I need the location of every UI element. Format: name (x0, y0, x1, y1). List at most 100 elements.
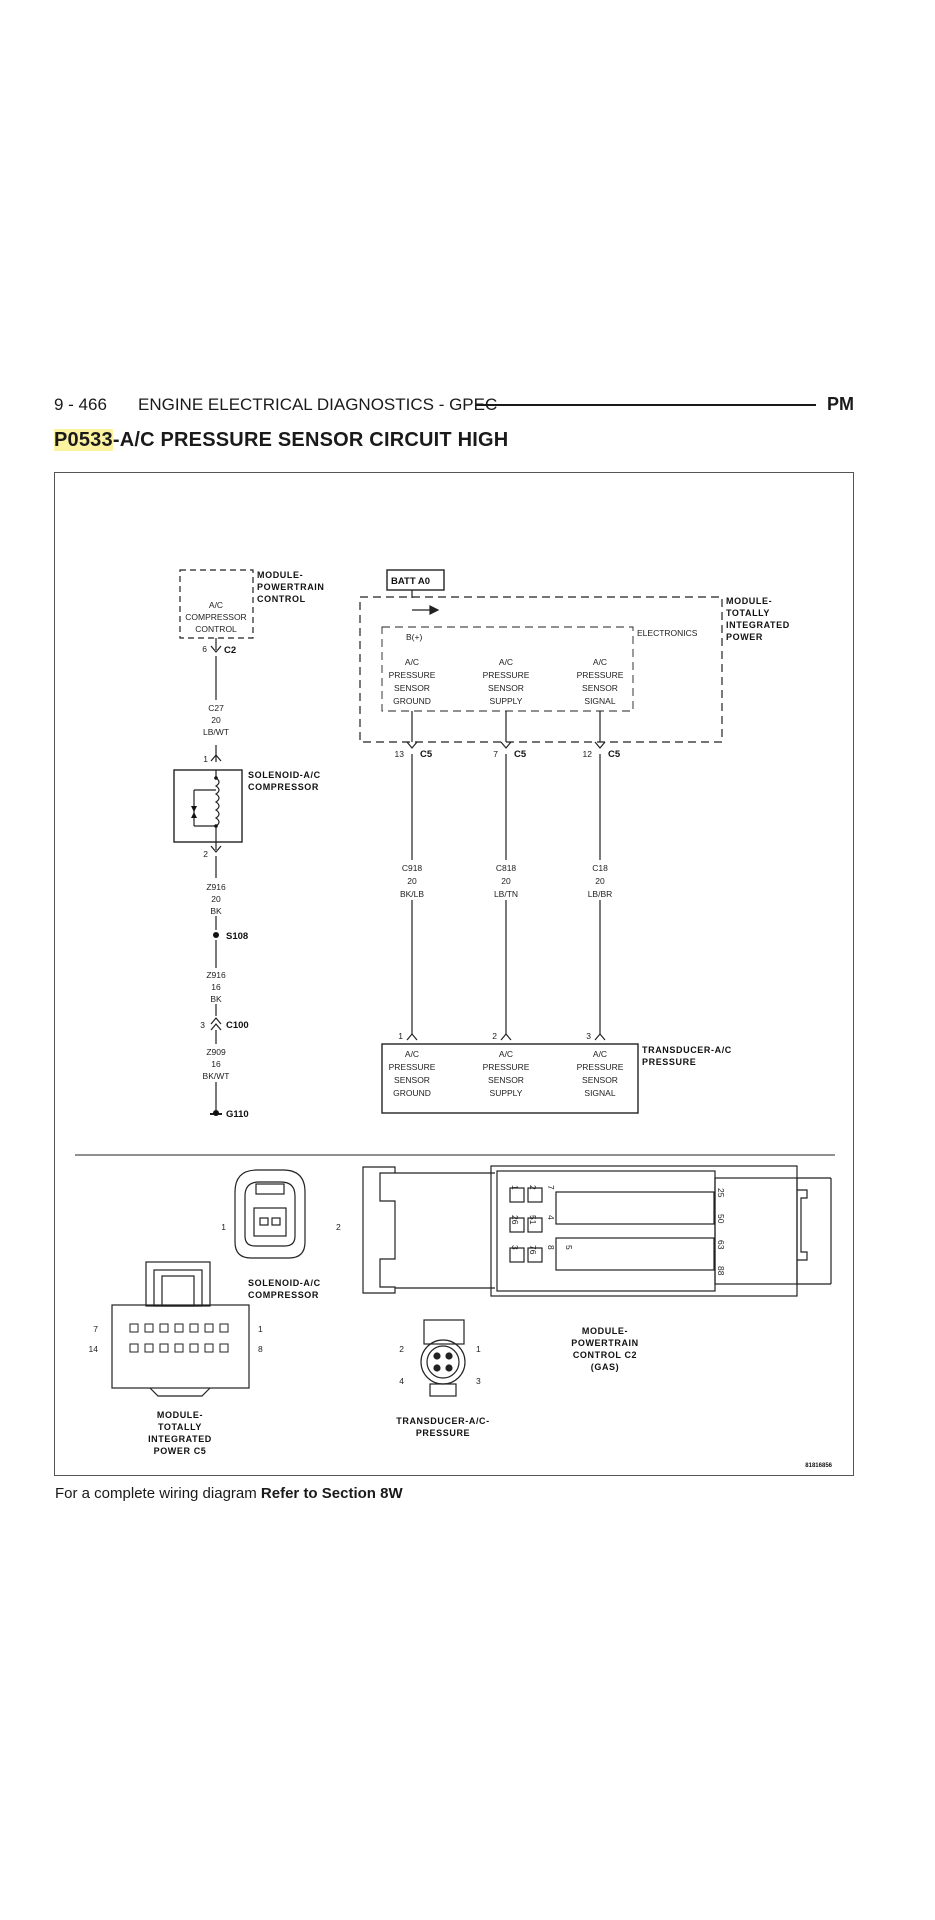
tipm-circuit-3-line-2: PRESSURE (577, 670, 624, 680)
pcm-view-pin-right: 88 (716, 1266, 726, 1276)
transducer-circuit-2-line-4: SUPPLY (490, 1088, 523, 1098)
transducer-circuit-1-line-1: A/C (405, 1049, 419, 1059)
header-rule (476, 404, 816, 406)
section-reference-link[interactable]: Refer to Section 8W (260, 1485, 403, 1502)
wire-1-line-1: C918 (402, 863, 423, 873)
electronics-label: ELECTRONICS (637, 628, 698, 638)
wire-z916b-2: 16 (211, 982, 221, 992)
tipm-circuit-2-line-1: A/C (499, 657, 513, 667)
tipm-connector-3: C5 (608, 749, 621, 760)
tipm-view-pin-tr: 1 (258, 1324, 263, 1334)
tipm-view-cavity (174, 1323, 184, 1333)
splice-dot (213, 932, 219, 938)
pcm-view-label-3: CONTROL C2 (573, 1350, 637, 1360)
tipm-view-pin-br: 8 (258, 1344, 263, 1354)
wire-1-line-2: 20 (407, 876, 417, 886)
pcm-view-pin: 2 (528, 1185, 538, 1190)
tipm-view-pin-tl: 7 (93, 1324, 98, 1334)
wire-1-line-3: BK/LB (400, 889, 424, 899)
wire-3-line-3: LB/BR (588, 889, 613, 899)
tipm-view-label-1: MODULE- (157, 1410, 203, 1420)
transducer-view-pin-3: 3 (476, 1376, 481, 1386)
tipm-view-cavity (219, 1343, 229, 1353)
pcm-view-pin: 1 (510, 1185, 520, 1190)
tipm-circuit-2-line-2: PRESSURE (483, 670, 530, 680)
wire-z916a-2: 20 (211, 894, 221, 904)
wire-3-line-2: 20 (595, 876, 605, 886)
pcm-view-pin: 5 (564, 1245, 574, 1250)
transducer-view-pin-2: 2 (399, 1344, 404, 1354)
solenoid-label-2: COMPRESSOR (248, 782, 319, 792)
tipm-view-cavity (129, 1323, 139, 1333)
wire-z916b-3: BK (210, 994, 222, 1004)
pcm-inner-1: A/C (209, 600, 223, 610)
footer-note: For a complete wiring diagram Refer to S… (55, 1485, 403, 1502)
tipm-view-cavity (129, 1343, 139, 1353)
tipm-circuit-2-line-4: SUPPLY (490, 696, 523, 706)
wire-z909-3: BK/WT (203, 1071, 230, 1081)
tipm-box (359, 596, 723, 743)
tipm-label-3: INTEGRATED (726, 620, 790, 630)
transducer-circuit-1-line-2: PRESSURE (389, 1062, 436, 1072)
dtc-code: P0533 (54, 429, 113, 451)
electronics-box (381, 626, 634, 712)
transducer-view-label-2: PRESSURE (416, 1428, 470, 1438)
tipm-circuit-1-line-1: A/C (405, 657, 419, 667)
transducer-label-2: PRESSURE (642, 1057, 696, 1067)
transducer-pin-2: 2 (492, 1031, 497, 1041)
solenoid-label-1: SOLENOID-A/C (248, 770, 321, 780)
pcm-view-pin-right: 50 (716, 1214, 726, 1224)
wire-z916a-3: BK (210, 906, 222, 916)
tipm-circuit-3-line-1: A/C (593, 657, 607, 667)
batt-box (386, 569, 445, 591)
footer-text: For a complete wiring diagram (55, 1485, 261, 1502)
tipm-circuit-1-line-2: PRESSURE (389, 670, 436, 680)
c100-pin: 3 (200, 1020, 205, 1030)
solenoid-pin-bottom: 2 (203, 849, 208, 859)
diagram-frame (54, 472, 854, 1476)
tipm-view-cavity (189, 1343, 199, 1353)
transducer-circuit-3-line-2: PRESSURE (577, 1062, 624, 1072)
pcm-pin: 6 (202, 644, 207, 654)
wire-2-line-2: 20 (501, 876, 511, 886)
wire-3-line-1: C18 (592, 863, 608, 873)
pcm-inner-3: CONTROL (195, 624, 237, 634)
pcm-label-1: MODULE- (257, 570, 303, 580)
pcm-connector: C2 (224, 645, 236, 656)
dtc-heading: P0533-A/C PRESSURE SENSOR CIRCUIT HIGH (54, 429, 508, 452)
transducer-box (381, 1043, 639, 1114)
transducer-circuit-3-line-1: A/C (593, 1049, 607, 1059)
tipm-circuit-2-line-3: SENSOR (488, 683, 524, 693)
page-header: 9 - 466 ENGINE ELECTRICAL DIAGNOSTICS - … (54, 393, 854, 417)
solenoid-pin-top: 1 (203, 754, 208, 764)
transducer-circuit-1-line-4: GROUND (393, 1088, 431, 1098)
batt-label: BATT A0 (391, 576, 430, 587)
tipm-label-2: TOTALLY (726, 608, 770, 618)
transducer-circuit-2-line-3: SENSOR (488, 1075, 524, 1085)
wire-z909-2: 16 (211, 1059, 221, 1069)
ground-label: G110 (226, 1109, 249, 1120)
header-right-label: PM (827, 394, 854, 414)
pcm-view-pin: 76 (528, 1245, 538, 1255)
transducer-circuit-3-line-4: SIGNAL (584, 1088, 615, 1098)
ground-dot (213, 1110, 219, 1116)
transducer-view-pin-1: 1 (476, 1344, 481, 1354)
wire-c27-1: C27 (208, 703, 224, 713)
pcm-view-pin: 26 (510, 1215, 520, 1225)
pcm-view-pin: 8 (546, 1245, 556, 1250)
tipm-pin-1: 13 (395, 749, 405, 759)
tipm-view-cavity (159, 1343, 169, 1353)
tipm-view-cavity (159, 1323, 169, 1333)
transducer-circuit-2-line-2: PRESSURE (483, 1062, 530, 1072)
tipm-connector-view (111, 1304, 250, 1389)
tipm-view-cavity (189, 1323, 199, 1333)
solenoid-connector-view (234, 1169, 306, 1259)
page-number: 9 - 466 (54, 395, 107, 414)
tipm-circuit-1-line-4: GROUND (393, 696, 431, 706)
pcm-inner-2: COMPRESSOR (185, 612, 246, 622)
transducer-pin-1: 1 (398, 1031, 403, 1041)
tipm-view-cavity (204, 1323, 214, 1333)
tipm-view-label-4: POWER C5 (154, 1446, 207, 1456)
solenoid-view-label-2: COMPRESSOR (248, 1290, 319, 1300)
